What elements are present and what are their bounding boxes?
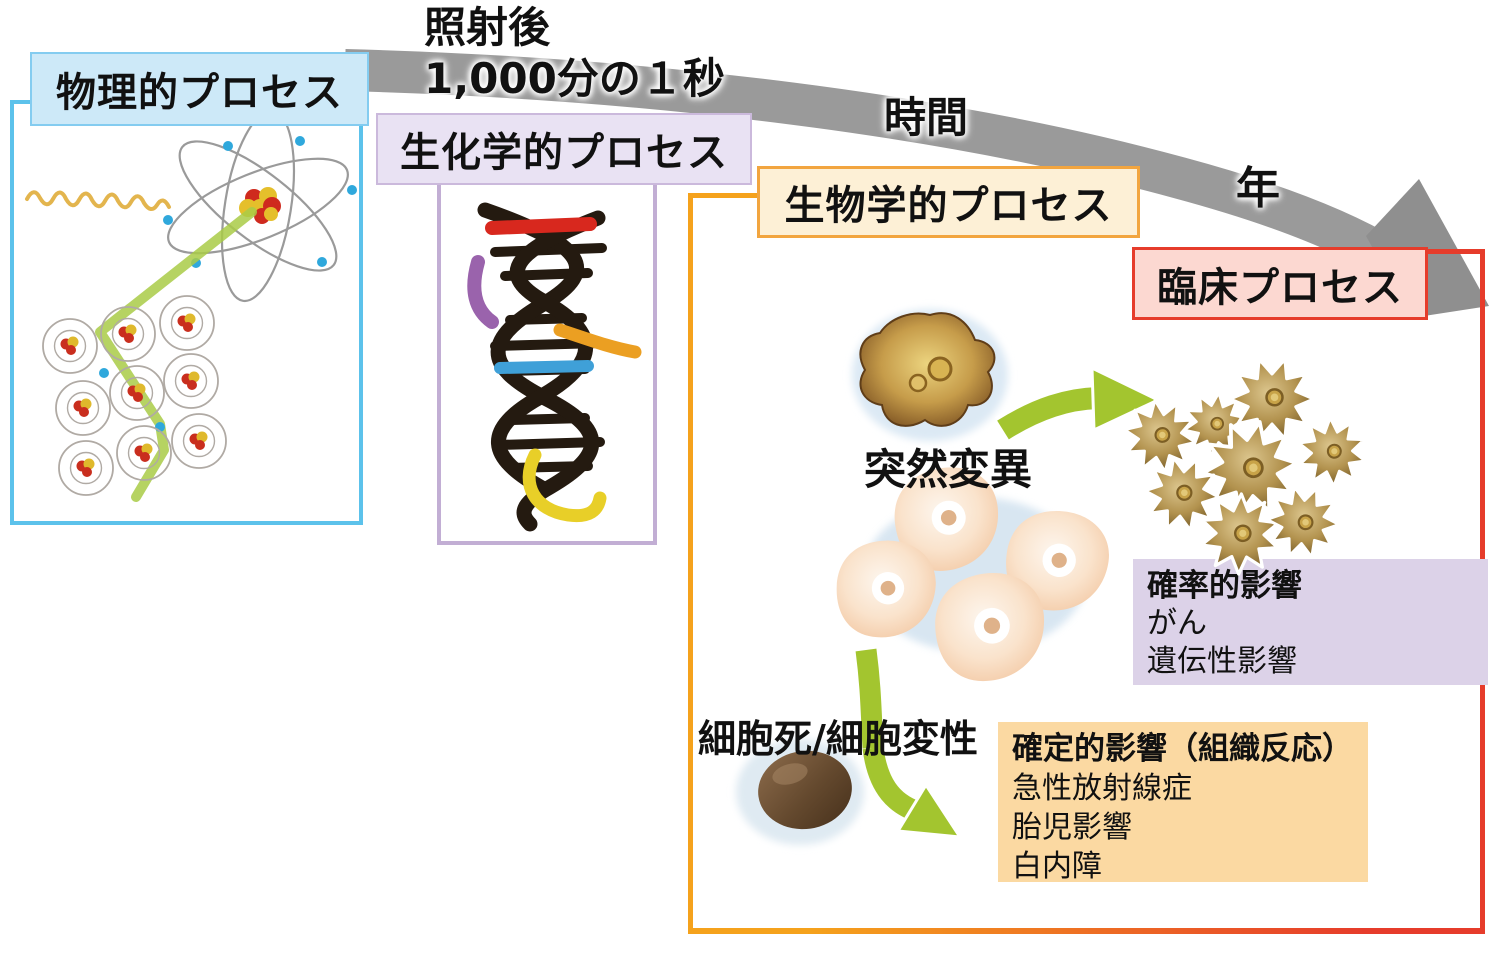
- electrons: [163, 136, 357, 268]
- post-irradiation-line2: 1,000分の１秒: [424, 54, 725, 103]
- physical-process-label-text: 物理的プロセス: [56, 70, 343, 116]
- post-irradiation-time-label: 照射後 1,000分の１秒: [424, 2, 725, 104]
- post-irradiation-line1: 照射後: [424, 3, 551, 52]
- biological-process-label-text: 生物学的プロセス: [784, 183, 1113, 229]
- stochastic-effect-item: がん: [1147, 606, 1207, 641]
- stochastic-effects-title: 確率的影響: [1147, 568, 1302, 604]
- mutation-label: 突然変異: [864, 445, 1033, 494]
- biological-process-label: 生物学的プロセス: [757, 166, 1140, 238]
- cell-death-label: 細胞死/細胞変性: [698, 717, 978, 761]
- atom-icon: [163, 109, 357, 303]
- clinical-process-label-text: 臨床プロセス: [1157, 264, 1403, 311]
- deterministic-effects-panel: 確定的影響（組織反応） 急性放射線症 胎児影響 白内障: [998, 722, 1368, 884]
- dna-icon: [467, 202, 642, 532]
- cancer-cell-cluster-icon: [1117, 357, 1375, 586]
- biological-clinical-bottom-border: [688, 928, 1485, 934]
- time-axis-label: 時間: [884, 93, 969, 142]
- deterministic-effect-item: 白内障: [1012, 849, 1102, 884]
- stochastic-effects-panel: 確率的影響 がん 遺伝性影響: [1133, 559, 1488, 685]
- photon-wave-icon: [25, 190, 171, 211]
- normal-cells-icon: [832, 459, 1116, 686]
- clinical-process-label: 臨床プロセス: [1132, 247, 1428, 320]
- mutated-cell-icon: [852, 309, 1008, 441]
- biochemical-process-label-text: 生化学的プロセス: [400, 130, 728, 176]
- deterministic-effect-item: 胎児影響: [1012, 810, 1132, 845]
- biological-box-left-border: [688, 193, 693, 933]
- biochemical-process-label: 生化学的プロセス: [376, 113, 752, 185]
- physical-process-label: 物理的プロセス: [30, 52, 369, 126]
- year-axis-label: 年: [1236, 163, 1280, 214]
- green-arrow-down-icon: [852, 648, 963, 839]
- deterministic-effects-title: 確定的影響（組織反応）: [1012, 731, 1353, 767]
- biological-box-top-border: [688, 193, 780, 198]
- dead-cell-icon: [736, 739, 864, 845]
- green-arrow-right-icon: [995, 365, 1162, 443]
- atom-grid-icon: [42, 295, 227, 496]
- clinical-box-top-border: [1378, 249, 1485, 254]
- stochastic-effect-item: 遺伝性影響: [1147, 644, 1297, 679]
- deterministic-effect-item: 急性放射線症: [1012, 771, 1192, 806]
